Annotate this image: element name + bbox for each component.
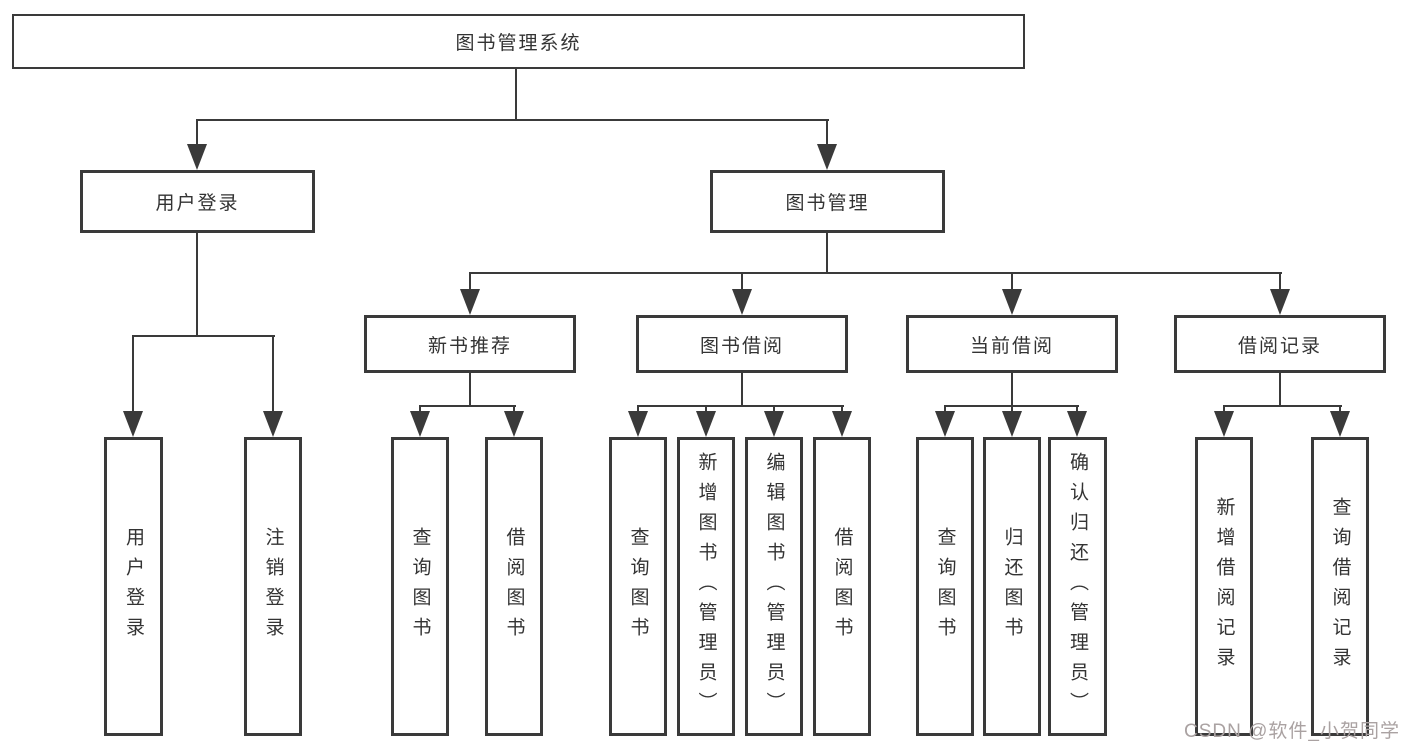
- arrow-down-icon: [460, 289, 480, 315]
- connector-stem: [1279, 373, 1281, 407]
- node-label: 借阅记录: [1237, 335, 1322, 357]
- node-label: 查询借阅记录: [1329, 496, 1351, 677]
- connector-stem-level3: [469, 272, 471, 291]
- arrow-down-icon: [696, 411, 716, 437]
- connector-user-login-bar: [133, 335, 275, 337]
- node-label: 注销登录: [262, 526, 284, 647]
- leaf-user-login: 用户登录: [104, 437, 163, 736]
- connector-stem-book-mgmt: [826, 119, 828, 148]
- connector-root-stem: [515, 69, 517, 121]
- arrow-down-icon: [1270, 289, 1290, 315]
- connector-stem-level3: [1011, 272, 1013, 291]
- node-label: 编辑图书（管理员）: [763, 451, 785, 722]
- arrow-down-icon: [832, 411, 852, 437]
- node-label: 查询图书: [934, 526, 956, 647]
- node-label: 查询图书: [627, 526, 649, 647]
- leaf-query-book: 查询图书: [916, 437, 974, 736]
- node-label: 新增借阅记录: [1213, 496, 1235, 677]
- node-label: 借阅图书: [503, 526, 525, 647]
- leaf-add-book-admin: 新增图书（管理员）: [677, 437, 735, 736]
- connector-stem-leaf: [1223, 405, 1225, 413]
- connector-stem-leaf: [705, 405, 707, 413]
- arrow-down-icon: [628, 411, 648, 437]
- leaf-query-book: 查询图书: [391, 437, 449, 736]
- node-label: 新增图书（管理员）: [695, 451, 717, 722]
- node-book-mgmt: 图书管理: [710, 170, 945, 233]
- node-borrow-records: 借阅记录: [1174, 315, 1386, 373]
- node-label: 归还图书: [1001, 526, 1023, 647]
- connector-stem-leaf: [1339, 405, 1341, 413]
- connector-stem-leaf: [513, 405, 515, 413]
- node-label: 查询图书: [409, 526, 431, 647]
- node-root: 图书管理系统: [12, 14, 1025, 69]
- node-new-book-recommend: 新书推荐: [364, 315, 576, 373]
- node-label: 图书管理: [785, 193, 870, 214]
- leaf-logout: 注销登录: [244, 437, 302, 736]
- arrow-down-icon: [732, 289, 752, 315]
- arrow-down-icon: [504, 411, 524, 437]
- connector-stem-level3: [741, 272, 743, 291]
- arrow-down-icon: [123, 411, 143, 437]
- arrow-down-icon: [817, 144, 837, 170]
- arrow-down-icon: [1002, 289, 1022, 315]
- node-book-borrow: 图书借阅: [636, 315, 848, 373]
- node-label: 图书借阅: [699, 335, 784, 357]
- connector-root-bar: [197, 119, 829, 121]
- node-label: 用户登录: [123, 526, 144, 647]
- connector-stem-leaf: [132, 335, 134, 413]
- leaf-add-borrow-record: 新增借阅记录: [1195, 437, 1253, 736]
- connector-bar: [638, 405, 844, 407]
- connector-stem-leaf: [419, 405, 421, 413]
- connector-stem-level3: [1279, 272, 1281, 291]
- leaf-query-book: 查询图书: [609, 437, 667, 736]
- csdn-watermark: CSDN @软件_小贺同学: [1184, 721, 1400, 742]
- leaf-return-book: 归还图书: [983, 437, 1041, 736]
- node-current-borrow: 当前借阅: [906, 315, 1118, 373]
- leaf-edit-book-admin: 编辑图书（管理员）: [745, 437, 803, 736]
- connector-stem-leaf: [1011, 405, 1013, 413]
- arrow-down-icon: [935, 411, 955, 437]
- connector-stem-leaf: [841, 405, 843, 413]
- leaf-borrow-book: 借阅图书: [813, 437, 871, 736]
- arrow-down-icon: [1067, 411, 1087, 437]
- leaf-query-borrow-record: 查询借阅记录: [1311, 437, 1369, 736]
- connector-stem-leaf: [1076, 405, 1078, 413]
- node-label: 用户登录: [155, 193, 240, 214]
- connector-stem: [1011, 373, 1013, 407]
- connector-stem-leaf: [773, 405, 775, 413]
- node-label: 确认归还（管理员）: [1067, 451, 1088, 722]
- arrow-down-icon: [410, 411, 430, 437]
- leaf-confirm-return-admin: 确认归还（管理员）: [1048, 437, 1107, 736]
- node-label: 当前借阅: [969, 335, 1054, 357]
- connector-bar: [1224, 405, 1342, 407]
- arrow-down-icon: [263, 411, 283, 437]
- connector-stem-leaf: [637, 405, 639, 413]
- node-label: 图书管理系统: [455, 33, 582, 54]
- leaf-borrow-book: 借阅图书: [485, 437, 543, 736]
- connector-stem-leaf: [272, 335, 274, 413]
- node-label: 借阅图书: [831, 526, 853, 647]
- node-label: 新书推荐: [427, 335, 512, 357]
- arrow-down-icon: [1330, 411, 1350, 437]
- arrow-down-icon: [1214, 411, 1234, 437]
- connector-stem: [741, 373, 743, 407]
- connector-stem-user-login: [196, 119, 198, 148]
- connector-book-mgmt-stem: [826, 233, 828, 274]
- node-user-login: 用户登录: [80, 170, 315, 233]
- connector-bar: [420, 405, 516, 407]
- connector-stem-leaf: [944, 405, 946, 413]
- arrow-down-icon: [764, 411, 784, 437]
- arrow-down-icon: [187, 144, 207, 170]
- connector-stem: [469, 373, 471, 407]
- connector-book-mgmt-bar: [470, 272, 1282, 274]
- connector-user-login-stem: [196, 233, 198, 337]
- arrow-down-icon: [1002, 411, 1022, 437]
